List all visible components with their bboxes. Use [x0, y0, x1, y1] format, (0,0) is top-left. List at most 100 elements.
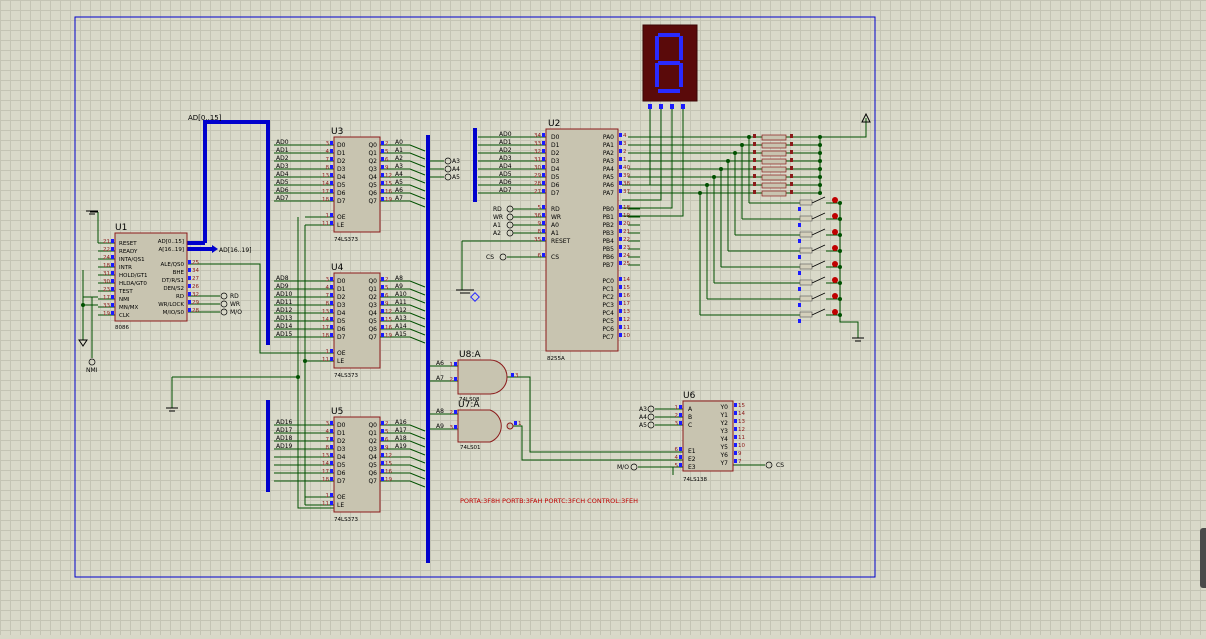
- pin-number: 25: [623, 261, 630, 267]
- signal-label: RD: [493, 206, 502, 213]
- pin-signal: READY: [119, 249, 138, 255]
- ref-u6: U6: [683, 391, 696, 401]
- pin-marker: [188, 284, 191, 288]
- wire: [380, 280, 426, 288]
- switch-lever: [811, 244, 826, 252]
- signal-label: A4: [639, 414, 647, 421]
- wire: [380, 448, 426, 456]
- pin-marker: [619, 325, 622, 329]
- net-label: AD19: [276, 443, 293, 450]
- net-label: AD5: [276, 179, 289, 186]
- terminal: [630, 463, 638, 471]
- pin-signal: Q3: [368, 446, 377, 453]
- pin-number: 6: [538, 253, 542, 259]
- pin-signal: CLK: [119, 313, 130, 319]
- ref-u3: U3: [331, 127, 343, 137]
- pin-number: 15: [738, 403, 745, 409]
- pin-number: 16: [385, 469, 392, 475]
- net-label: A11: [395, 299, 407, 306]
- pin-number: 17: [103, 295, 110, 301]
- resistor: [761, 182, 787, 189]
- wire: [380, 144, 426, 152]
- pin-marker: [381, 173, 384, 177]
- switch-indicator: [832, 277, 838, 283]
- pin-signal: Y4: [720, 436, 729, 443]
- signal-label: A1: [493, 222, 501, 229]
- pin-marker: [790, 174, 793, 178]
- pin-number: 7: [326, 437, 330, 443]
- pin-number: 14: [623, 277, 630, 283]
- pin-marker: [188, 292, 191, 296]
- pin-marker: [454, 410, 457, 414]
- pin-signal: C: [688, 422, 692, 429]
- net-label: AD7: [499, 187, 512, 194]
- scroll-handle[interactable]: [1200, 528, 1206, 588]
- pin-signal: Q6: [368, 190, 377, 197]
- pin-signal: A[16..19]: [158, 247, 184, 253]
- pin-signal: PB0: [602, 206, 614, 213]
- ref-u8: U8:A: [459, 350, 481, 360]
- pin-signal: Y6: [720, 452, 729, 459]
- pin-number: 3: [515, 373, 519, 379]
- pin-number: 32: [534, 149, 541, 155]
- wire: [380, 328, 426, 336]
- chip-u1: [114, 232, 188, 322]
- pin-number: 28: [192, 308, 199, 314]
- junction-dot: [296, 375, 300, 379]
- pin-marker: [111, 311, 114, 315]
- pin-marker: [381, 429, 384, 433]
- switch: [799, 247, 813, 254]
- switch-lever: [811, 228, 826, 236]
- pin-signal: PC3: [602, 302, 614, 309]
- pin-number: 7: [326, 157, 330, 163]
- net-label: A12: [395, 307, 407, 314]
- pin-number: 19: [103, 311, 110, 317]
- pin-number: 18: [103, 263, 110, 269]
- net-label: A2: [395, 155, 403, 162]
- pin-number: 39: [623, 173, 630, 179]
- probe-marker: [470, 292, 480, 302]
- nmi-label: NMI: [86, 367, 98, 374]
- pin-signal: Y0: [720, 404, 729, 411]
- pin-number: 27: [534, 189, 541, 195]
- pin-marker: [111, 279, 114, 283]
- switch: [799, 215, 813, 222]
- net-label: A0: [395, 139, 403, 146]
- pin-signal: B: [688, 414, 692, 421]
- pin-signal: D1: [337, 430, 346, 437]
- net-label: AD11: [276, 299, 293, 306]
- signal-label: CS: [776, 462, 784, 469]
- pin-marker: [542, 181, 545, 185]
- power-arrow: [78, 339, 88, 347]
- net-label: AD3: [276, 163, 289, 170]
- pin-number: 11: [322, 501, 329, 507]
- pin-number: 15: [385, 181, 392, 187]
- pin-signal: RD: [551, 206, 560, 213]
- pin-number: 40: [623, 165, 630, 171]
- pin-marker: [330, 445, 333, 449]
- pin-marker: [542, 165, 545, 169]
- pin-marker: [790, 158, 793, 162]
- pin-number: 18: [322, 333, 329, 339]
- net-label: A19: [395, 443, 407, 450]
- pin-marker: [330, 309, 333, 313]
- pin-number: 29: [534, 173, 541, 179]
- pin-marker: [542, 205, 545, 209]
- net-label: AD10: [276, 291, 293, 298]
- chip-u6: [682, 400, 734, 472]
- net-label: AD14: [276, 323, 293, 330]
- pin-number: 14: [738, 411, 745, 417]
- pin-number: 19: [385, 333, 392, 339]
- chip-u2: [545, 128, 619, 352]
- pin-signal: D4: [337, 310, 346, 317]
- net-label: A6: [436, 360, 444, 367]
- switch: [799, 199, 813, 206]
- pin-marker: [619, 149, 622, 153]
- pin-marker: [659, 104, 663, 109]
- terminal: [499, 253, 507, 261]
- part-u7: 74LS01: [460, 445, 481, 451]
- pin-signal: Y7: [720, 460, 729, 467]
- switch-indicator: [832, 261, 838, 267]
- pin-number: 11: [322, 357, 329, 363]
